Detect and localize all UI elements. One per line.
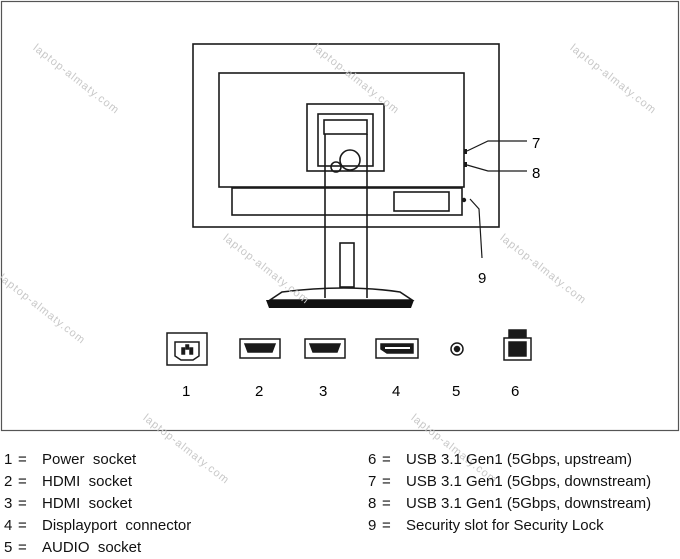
diagram-frame — [0, 0, 680, 432]
legend-item-5: 5 = AUDIO socket — [4, 537, 141, 559]
legend-number: 9 — [368, 517, 377, 534]
legend-equals: = — [18, 451, 27, 468]
legend-equals: = — [382, 517, 391, 534]
legend-item-6: 6 = USB 3.1 Gen1 (5Gbps, upstream) — [368, 449, 632, 471]
legend-number: 4 — [4, 517, 13, 534]
legend-number: 5 — [4, 539, 13, 556]
legend-item-3: 3 = HDMI socket — [4, 493, 132, 515]
side-usb-ports — [461, 149, 467, 203]
legend-text: HDMI socket — [42, 495, 133, 512]
leader-lines — [466, 140, 527, 259]
legend-item-4: 4 = Displayport connector — [4, 515, 191, 537]
legend-item-2: 2 = HDMI socket — [4, 471, 132, 493]
legend-item-8: 8 = USB 3.1 Gen1 (5Gbps, downstream) — [368, 493, 651, 515]
legend-equals: = — [18, 517, 27, 534]
stand-base — [266, 300, 414, 308]
usb-upstream-icon — [503, 329, 532, 361]
audio-socket-icon — [450, 342, 464, 356]
callout-6: 6 — [511, 383, 519, 400]
rear-port-block — [393, 191, 450, 212]
legend-number: 2 — [4, 473, 13, 490]
legend-equals: = — [382, 451, 391, 468]
legend-equals: = — [18, 473, 27, 490]
legend-text: HDMI socket — [42, 473, 133, 490]
security-slot-marker — [461, 197, 467, 203]
callout-4: 4 — [392, 383, 400, 400]
legend-text: USB 3.1 Gen1 (5Gbps, upstream) — [406, 451, 632, 468]
legend-equals: = — [18, 539, 27, 556]
legend-number: 1 — [4, 451, 13, 468]
legend-text: USB 3.1 Gen1 (5Gbps, downstream) — [406, 495, 652, 512]
legend-number: 3 — [4, 495, 13, 512]
callout-1: 1 — [182, 383, 190, 400]
legend-item-7: 7 = USB 3.1 Gen1 (5Gbps, downstream) — [368, 471, 651, 493]
monitor-back — [192, 43, 500, 228]
stand — [267, 103, 415, 301]
legend-text: USB 3.1 Gen1 (5Gbps, downstream) — [406, 473, 652, 490]
hdmi-socket-icon — [304, 338, 346, 359]
legend-text: Security slot for Security Lock — [406, 517, 604, 534]
legend-text: AUDIO socket — [42, 539, 142, 556]
callout-7: 7 — [532, 135, 540, 152]
legend-equals: = — [382, 473, 391, 490]
legend-equals: = — [382, 495, 391, 512]
callout-5: 5 — [452, 383, 460, 400]
legend-number: 7 — [368, 473, 377, 490]
callout-9: 9 — [478, 270, 486, 287]
legend-number: 6 — [368, 451, 377, 468]
callout-2: 2 — [255, 383, 263, 400]
legend-text: Power socket — [42, 451, 137, 468]
legend-number: 8 — [368, 495, 377, 512]
legend-equals: = — [18, 495, 27, 512]
hdmi-socket-icon — [239, 338, 281, 359]
legend-item-1: 1 = Power socket — [4, 449, 136, 471]
callout-3: 3 — [319, 383, 327, 400]
displayport-connector-icon — [375, 338, 419, 359]
legend-item-9: 9 = Security slot for Security Lock — [368, 515, 604, 537]
legend-text: Displayport connector — [42, 517, 192, 534]
power-socket-icon — [166, 332, 208, 366]
callout-8: 8 — [532, 165, 540, 182]
monitor-rear-diagram: 7 8 9 1 2 3 4 5 6 — [0, 0, 680, 432]
